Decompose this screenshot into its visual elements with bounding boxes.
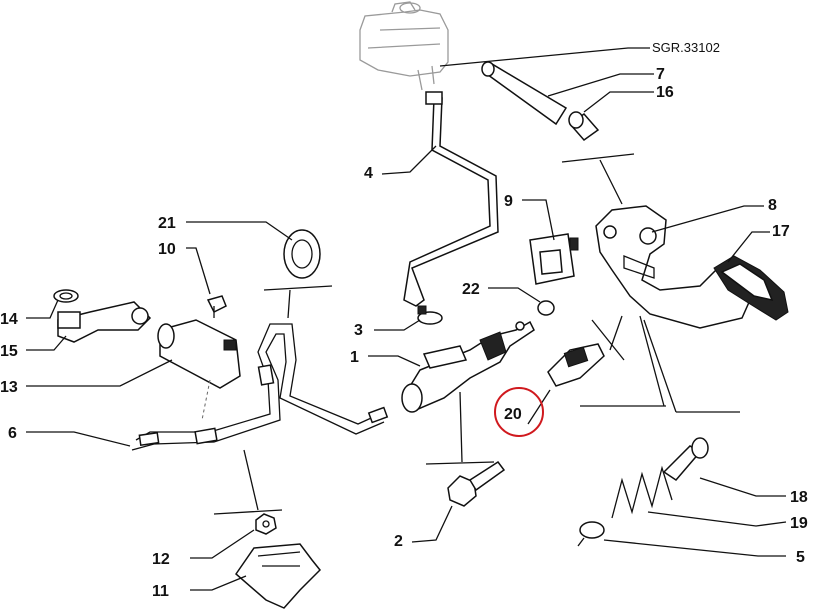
section-indicators [213,153,740,515]
fluid-reservoir [359,1,449,91]
label-11: 11 [152,583,169,600]
stud-part-18 [662,437,709,481]
label-3: 3 [354,322,363,339]
label-17: 17 [772,223,790,240]
label-7: 7 [656,66,665,83]
pipe-part-6 [131,323,389,451]
circlip-part-14 [53,289,79,303]
pin-part-5 [577,521,605,547]
label-14: 14 [0,311,18,328]
master-cylinder-part-1 [401,320,535,413]
bolt-part-10 [206,295,227,318]
label-21: 21 [158,215,176,232]
label-20: 20 [504,406,522,423]
reference-code: SGR.33102 [652,40,720,55]
tube-part-7 [481,61,568,126]
leader-lines [26,47,787,591]
label-19: 19 [790,515,808,532]
label-16: 16 [656,84,674,101]
pedal-pad-part-17 [713,255,789,321]
clamp-part-3 [417,305,443,325]
label-6: 6 [8,425,17,442]
label-4: 4 [364,165,373,182]
spring-part-19 [611,465,673,519]
label-10: 10 [158,241,176,258]
release-lever-part-15 [57,301,152,343]
label-13: 13 [0,379,18,396]
nut-part-12 [255,513,277,535]
label-1: 1 [350,349,359,366]
label-15: 15 [0,343,18,360]
switch-part-9 [529,233,579,285]
label-22: 22 [462,281,480,298]
label-12: 12 [152,551,170,568]
cap-part-22 [537,300,555,316]
bolt-part-2 [447,460,506,507]
bushing-part-16 [568,111,600,142]
label-8: 8 [768,197,777,214]
grommet-part-21 [283,229,321,279]
highlight-ring [494,387,544,437]
label-9: 9 [504,193,513,210]
sensor-part-20 [547,343,605,387]
label-2: 2 [394,533,403,550]
bracket-part-11 [235,543,322,609]
hose-part-4 [403,91,499,307]
label-18: 18 [790,489,808,506]
label-5: 5 [796,549,805,566]
slave-cylinder-part-13 [157,319,241,421]
